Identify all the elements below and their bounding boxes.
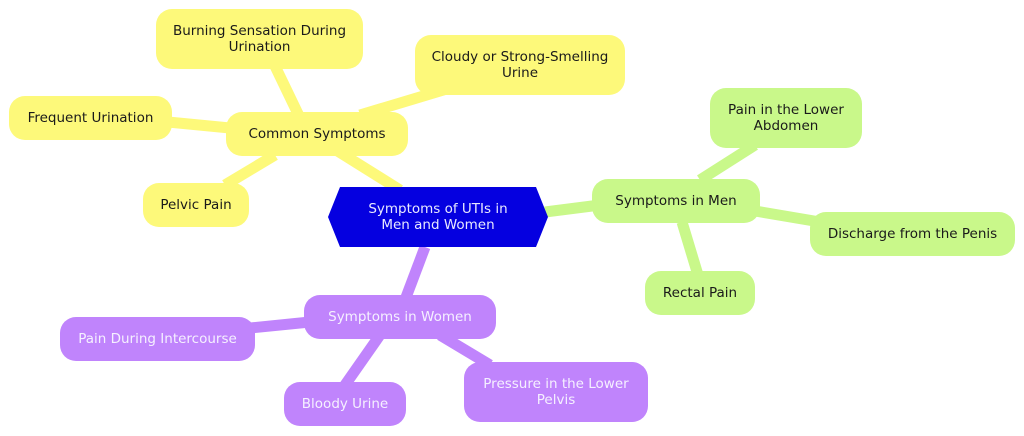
- root-node[interactable]: Symptoms of UTIs in Men and Women: [328, 187, 548, 247]
- edge-women-pressure: [437, 330, 493, 370]
- leaf-cloudy-urine[interactable]: Cloudy or Strong-Smelling Urine: [415, 35, 625, 95]
- edge-men-rectal: [676, 220, 704, 277]
- edge-women-intercourse: [249, 316, 311, 334]
- leaf-bloody-urine[interactable]: Bloody Urine: [284, 382, 406, 426]
- branch-symptoms-women[interactable]: Symptoms in Women: [304, 295, 496, 339]
- edge-women-bloody: [340, 331, 385, 389]
- branch-symptoms-men[interactable]: Symptoms in Men: [592, 179, 760, 223]
- edge-men-discharge: [754, 205, 821, 228]
- edge-common-frequent: [167, 116, 231, 134]
- leaf-frequent-urination[interactable]: Frequent Urination: [9, 96, 172, 140]
- edge-root-men: [544, 199, 601, 218]
- leaf-lower-abdomen[interactable]: Pain in the Lower Abdomen: [710, 88, 862, 148]
- edge-common-burning: [270, 63, 305, 121]
- edge-root-women: [399, 245, 431, 302]
- leaf-burning-sensation[interactable]: Burning Sensation During Urination: [156, 9, 363, 69]
- leaf-pressure-pelvis[interactable]: Pressure in the Lower Pelvis: [464, 362, 648, 422]
- branch-common-symptoms[interactable]: Common Symptoms: [226, 112, 408, 156]
- edge-common-pelvic: [222, 150, 278, 190]
- leaf-pain-intercourse[interactable]: Pain During Intercourse: [60, 317, 255, 361]
- edge-men-abdomen: [697, 140, 758, 185]
- leaf-penis-discharge[interactable]: Discharge from the Penis: [810, 212, 1015, 256]
- leaf-pelvic-pain[interactable]: Pelvic Pain: [143, 183, 249, 227]
- leaf-rectal-pain[interactable]: Rectal Pain: [645, 271, 755, 315]
